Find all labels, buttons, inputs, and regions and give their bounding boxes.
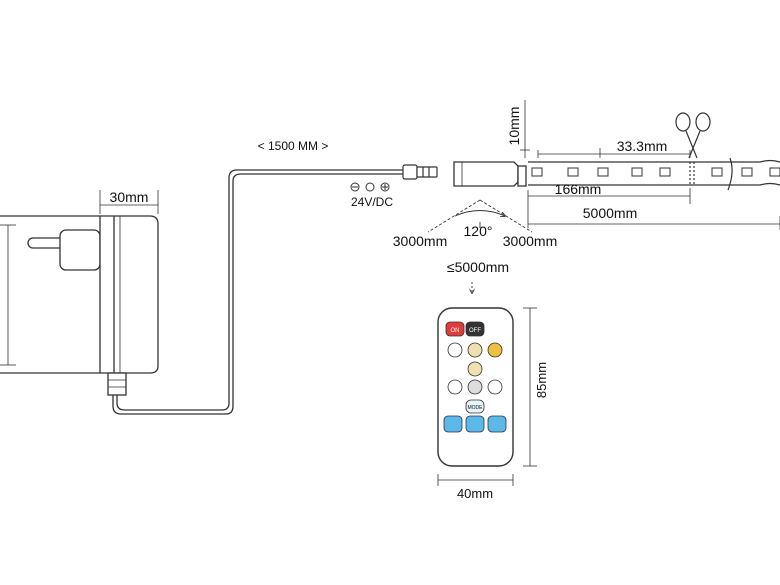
adapter-output-label: 24V/DC [351, 195, 393, 209]
brightness-up-button[interactable] [447, 342, 463, 358]
remote-height-label: 85mm [534, 362, 549, 398]
power-adapter [0, 190, 159, 396]
on-button[interactable]: ON [445, 321, 465, 337]
off-button[interactable]: OFF [465, 321, 485, 337]
sensor-range-label: ≤5000mm [447, 259, 509, 275]
strip-total-length-label: 5000mm [583, 205, 637, 221]
off-button-label: OFF [469, 328, 481, 334]
sensor-controller [453, 161, 527, 187]
adapter-width-label: 30mm [110, 189, 149, 205]
brightness-down-button[interactable] [447, 379, 463, 395]
scene-3-button[interactable] [487, 415, 507, 433]
cool-white-button[interactable] [467, 379, 483, 395]
dim-button[interactable] [487, 379, 503, 395]
sensor-angle-label: 120° [464, 223, 493, 239]
warm-white-button[interactable] [467, 342, 483, 358]
led-chips [531, 167, 780, 177]
remote-width-label: 40mm [457, 486, 493, 501]
remote-button-grid[interactable] [443, 342, 507, 433]
neutral-button[interactable] [467, 361, 483, 377]
polarity-icon [350, 182, 390, 192]
led-strip [520, 100, 780, 191]
strip-cut-length-label: 166mm [555, 181, 602, 197]
mode-button-label: MODE [468, 405, 484, 411]
scene-1-button[interactable] [443, 415, 463, 433]
sensor-left-distance-label: 3000mm [393, 233, 447, 249]
warm-button[interactable] [487, 342, 503, 358]
on-button-label: ON [451, 328, 460, 334]
sensor-right-distance-label: 3000mm [503, 233, 557, 249]
remote-dimensions [437, 307, 537, 486]
dc-connector [402, 164, 438, 180]
scene-2-button[interactable] [465, 415, 485, 433]
scissors-icon [675, 112, 711, 159]
strip-segment-label: 33.3mm [617, 138, 668, 154]
strip-height-label: 10mm [506, 107, 522, 146]
sensor-angle [427, 199, 533, 233]
power-cable [112, 169, 403, 415]
strip-dimensions [527, 148, 780, 230]
mode-button[interactable] [465, 399, 485, 414]
cable-length-label: < 1500 MM > [258, 139, 329, 153]
